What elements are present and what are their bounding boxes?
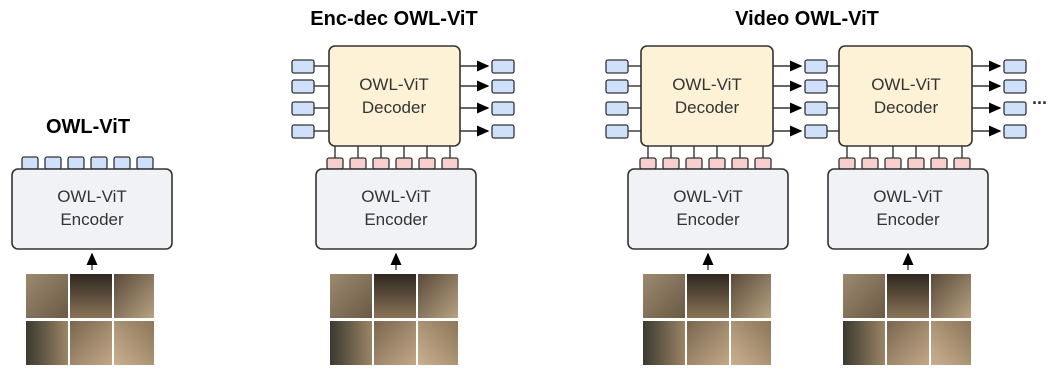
output-token: [1003, 101, 1027, 116]
decoder-label-line1: OWL-ViT: [871, 75, 941, 94]
output-token: [90, 156, 108, 170]
feature-tokens-frame-1: [639, 146, 772, 170]
query-token: [605, 59, 629, 74]
encoder-label-line2: Encoder: [876, 210, 940, 229]
query-token: [605, 101, 629, 116]
output-token: [1003, 124, 1027, 139]
output-token: [491, 59, 515, 74]
decoder-label-line2: Decoder: [675, 98, 740, 117]
encoder-label-line2: Encoder: [676, 210, 740, 229]
feature-tokens: [326, 146, 459, 170]
panel-video: OWL-ViT Decoder OWL-ViT Decoder ...: [605, 45, 1047, 365]
encoder-label-line1: OWL-ViT: [873, 187, 943, 206]
output-token: [1003, 59, 1027, 74]
feature-tokens-frame-2: [838, 146, 971, 170]
image-patches: [330, 274, 458, 365]
continuation-ellipsis: ...: [1032, 88, 1047, 108]
query-token: [605, 79, 629, 94]
decoder-label-line1: OWL-ViT: [359, 75, 429, 94]
query-token: [291, 79, 315, 94]
encoder-label-line2: Encoder: [60, 210, 124, 229]
output-token: [491, 124, 515, 139]
encoder-label-line1: OWL-ViT: [673, 187, 743, 206]
decoder-box-frame-1: [640, 45, 774, 147]
propagated-token: [804, 124, 828, 139]
decoder-box-frame-2: [838, 45, 973, 147]
title-video-owl-vit: Video OWL-ViT: [735, 8, 879, 30]
query-token: [291, 124, 315, 139]
output-token: [44, 156, 62, 170]
output-token: [21, 156, 39, 170]
encoder-label-line1: OWL-ViT: [361, 187, 431, 206]
panel-owl-vit: OWL-ViT Encoder: [11, 156, 173, 365]
decoder-label-line2: Decoder: [362, 98, 427, 117]
encoder-box-frame-2: [827, 168, 989, 250]
output-token: [67, 156, 85, 170]
query-token: [291, 101, 315, 116]
encoder-label-line2: Encoder: [364, 210, 428, 229]
propagated-token: [804, 79, 828, 94]
output-token: [113, 156, 131, 170]
encoder-label-line1: OWL-ViT: [57, 187, 127, 206]
image-patches-frame-2: [843, 274, 971, 365]
propagated-token: [804, 101, 828, 116]
output-token: [491, 79, 515, 94]
decoder-label-line2: Decoder: [874, 98, 939, 117]
image-patches: [26, 274, 154, 365]
decoder-box: [328, 45, 461, 147]
encoder-box: [11, 168, 173, 250]
encoder-box: [315, 168, 477, 250]
title-owl-vit: OWL-ViT: [46, 116, 130, 138]
output-token: [136, 156, 154, 170]
output-token: [1003, 79, 1027, 94]
decoder-label-line1: OWL-ViT: [672, 75, 742, 94]
query-token: [605, 124, 629, 139]
panel-enc-dec: OWL-ViT Decoder OWL-ViT Encoder: [291, 45, 515, 365]
encoder-box-frame-1: [627, 168, 789, 250]
query-token: [291, 59, 315, 74]
output-token: [491, 101, 515, 116]
title-enc-dec-owl-vit: Enc-dec OWL-ViT: [310, 8, 477, 30]
image-patches-frame-1: [643, 274, 771, 365]
propagated-token: [804, 59, 828, 74]
